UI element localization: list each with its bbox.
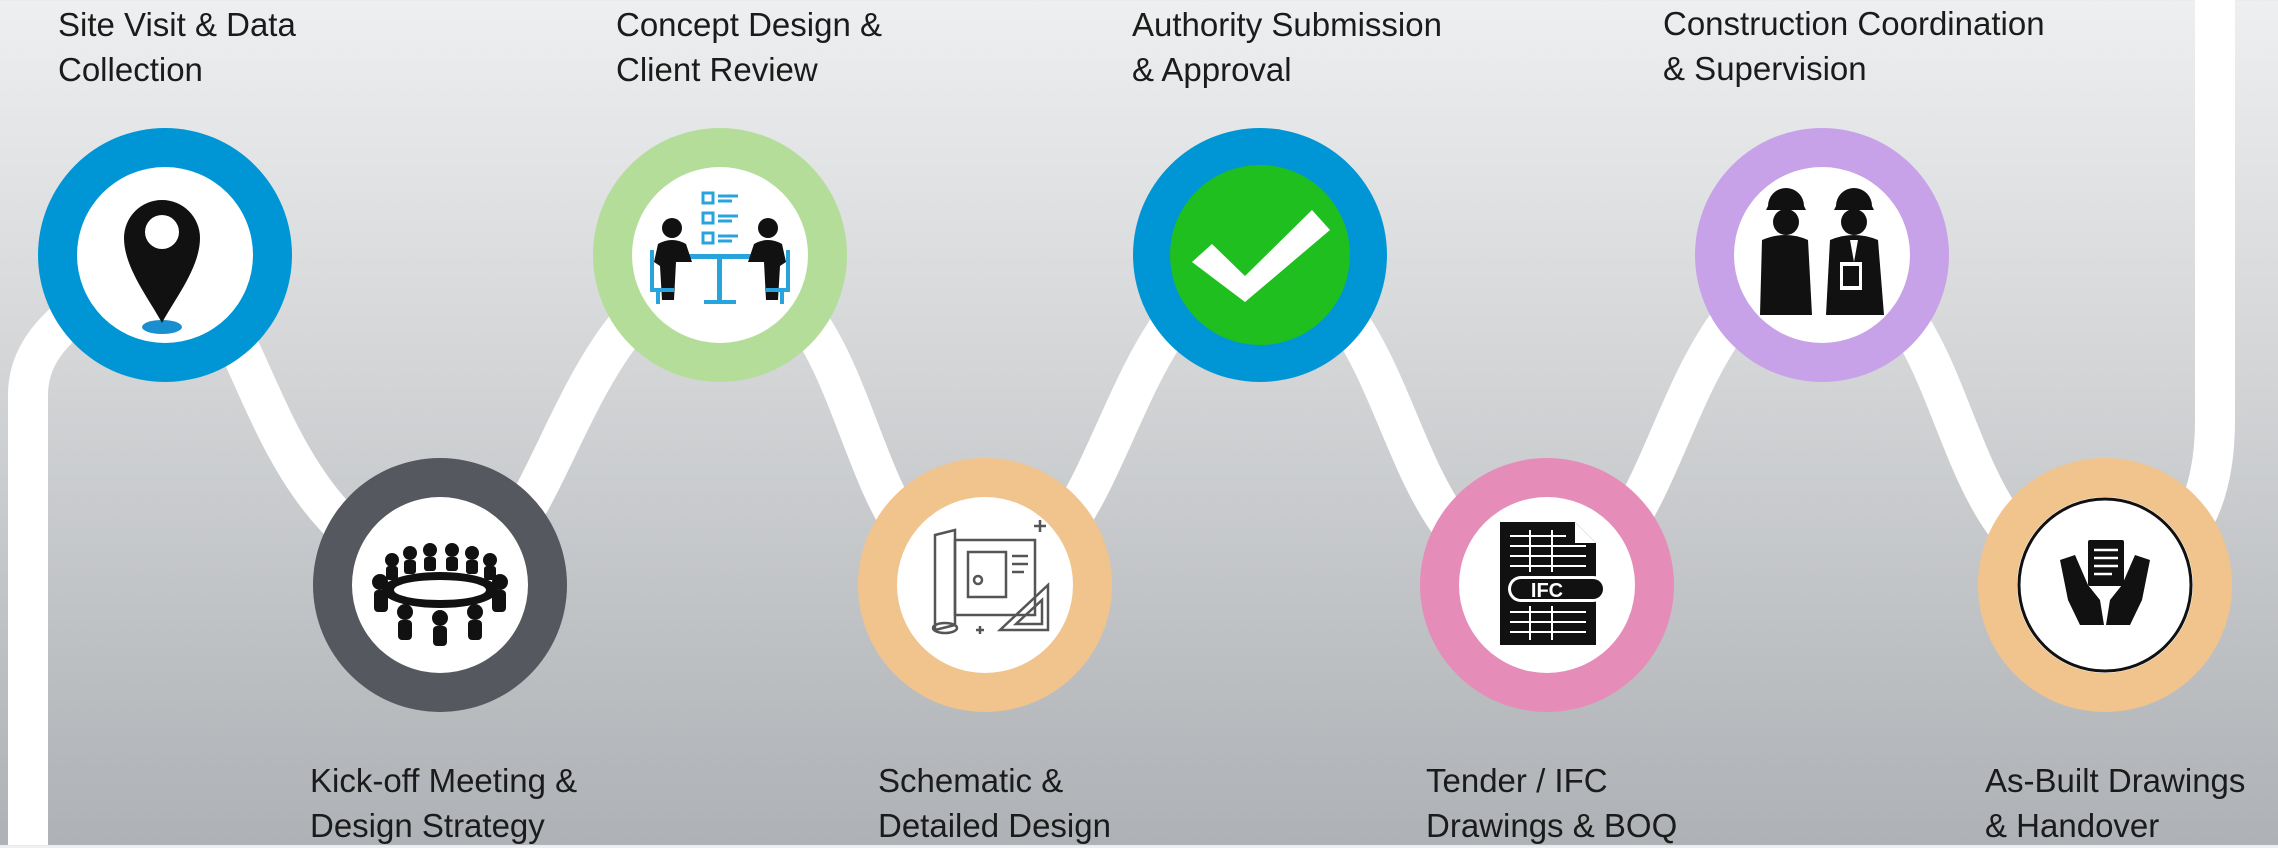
step-3-label-line1: Concept Design & [616,6,882,43]
step-5-label: Authority Submission & Approval [1132,2,1442,92]
ifc-label: IFC [1531,580,1563,602]
step-2-label-line2: Design Strategy [310,807,545,844]
step-1-label: Site Visit & Data Collection [58,2,296,92]
step-1-label-line2: Collection [58,51,203,88]
step-8-label-line1: As-Built Drawings [1985,762,2246,799]
step-4-label-line2: Detailed Design [878,807,1111,844]
step-2-label-line1: Kick-off Meeting & [310,762,578,799]
step-4-label-line1: Schematic & [878,762,1064,799]
step-6-node: IFC [1420,458,1674,712]
handover-document-icon [2060,540,2150,625]
step-1-label-line1: Site Visit & Data [58,6,296,43]
blueprint-icon [931,520,1050,635]
process-path [7,0,2235,845]
step-7-label: Construction Coordination & Supervision [1663,1,2045,91]
client-meeting-icon [650,191,790,304]
step-6-label-line2: Drawings & BOQ [1426,807,1678,844]
step-7-label-line2: & Supervision [1663,50,1867,87]
step-3-label-line2: Client Review [616,51,818,88]
step-5-label-line2: & Approval [1132,51,1292,88]
step-5-node [1133,128,1387,382]
step-1-node [38,128,292,382]
step-2-label: Kick-off Meeting & Design Strategy [310,758,577,848]
step-7-label-line1: Construction Coordination [1663,5,2045,42]
step-6-label-line1: Tender / IFC [1426,762,1608,799]
step-3-label: Concept Design & Client Review [616,2,882,92]
step-7-node [1695,128,1949,382]
step-8-node [1978,458,2232,712]
location-pin-icon [124,200,200,334]
step-5-label-line1: Authority Submission [1132,6,1442,43]
step-2-node [313,458,567,712]
ifc-document-icon: IFC [1500,522,1606,645]
step-8-label: As-Built Drawings & Handover [1985,758,2245,848]
step-8-label-line2: & Handover [1985,807,2160,844]
step-6-label: Tender / IFC Drawings & BOQ [1426,758,1677,848]
meeting-table-icon [372,543,508,646]
checkmark-icon [1192,210,1330,302]
step-4-node [858,458,1112,712]
step-3-node [593,128,847,382]
engineers-icon [1760,188,1884,315]
step-4-label: Schematic & Detailed Design [878,758,1111,848]
